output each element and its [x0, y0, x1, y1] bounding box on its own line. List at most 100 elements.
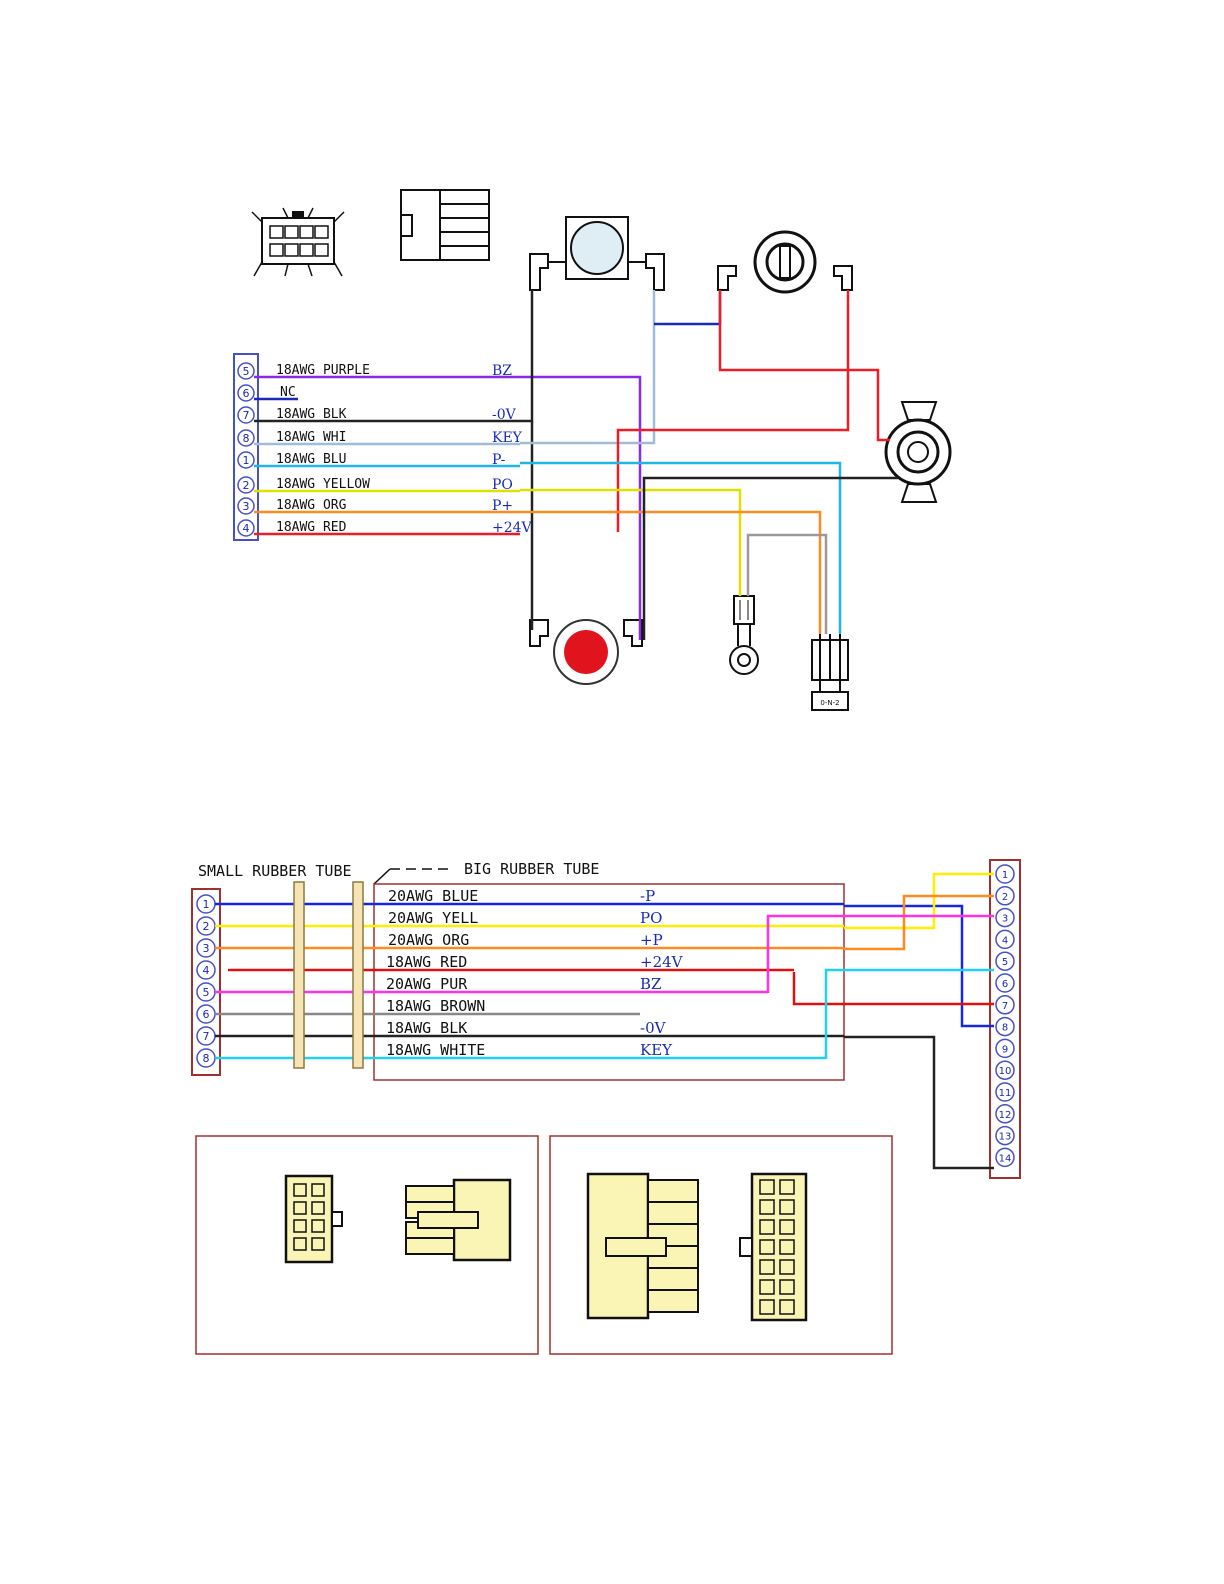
- 14-pin-male-connector-icon: [586, 1172, 699, 1320]
- top-pin-number: 3: [243, 500, 250, 513]
- 14-pin-female-connector-icon: [739, 1172, 808, 1322]
- top-wire-signal: +24V: [492, 520, 533, 536]
- connector-cavity: [759, 1199, 775, 1215]
- left-pin-number: 8: [203, 1052, 210, 1065]
- top-pin-number: 4: [243, 522, 250, 535]
- right-pin-number: 5: [1002, 957, 1008, 968]
- top-pin-number: 8: [243, 432, 250, 445]
- top-wire-signal: KEY: [492, 430, 523, 446]
- right-pin-number: 6: [1002, 979, 1008, 990]
- buzzer-icon: [884, 401, 952, 503]
- right-pin-number: 4: [1002, 935, 1008, 946]
- indicator-lamp-icon: [729, 595, 759, 675]
- connector-cavity: [759, 1299, 775, 1315]
- right-pin-number: 1: [1002, 870, 1008, 881]
- top-wire-signal: P-: [492, 452, 506, 468]
- 8-pin-connector-icon: [251, 207, 345, 277]
- key-switch-icon: [717, 230, 853, 294]
- bottom-wire-signal: +P: [640, 931, 663, 949]
- top-wire-label: 18AWG BLU: [276, 452, 346, 467]
- right-pin-number: 10: [999, 1066, 1012, 1077]
- potentiometer-label: 0-N-2: [820, 699, 839, 707]
- bottom-wire-label: 20AWG YELL: [388, 909, 478, 927]
- bottom-wire-signal: KEY: [640, 1041, 673, 1059]
- top-pin-marker: [237, 497, 255, 515]
- connector-cavity: [779, 1279, 795, 1295]
- top-pin-marker: [237, 406, 255, 424]
- top-wire-signal: BZ: [492, 363, 512, 379]
- connector-housing-icon: [400, 189, 490, 261]
- connector-cavity: [779, 1299, 795, 1315]
- connector-cavity: [779, 1259, 795, 1275]
- top-wire-label: 18AWG YELLOW: [276, 477, 370, 492]
- left-pin-number: 7: [203, 1030, 210, 1043]
- right-pin-marker: [995, 886, 1015, 906]
- bottom-wire-signal: -P: [640, 887, 655, 905]
- top-wire-signal: PO: [492, 477, 513, 493]
- left-pin-number: 4: [203, 964, 210, 977]
- bottom-wire-label: 18AWG RED: [386, 953, 467, 971]
- bottom-wiring-diagram: SMALL RUBBER TUBE BIG RUBBER TUBE 123456…: [191, 859, 1021, 1355]
- bottom-wire-label: 20AWG ORG: [388, 931, 469, 949]
- top-pin-marker: [237, 429, 255, 447]
- bottom-wire-label: 20AWG BLUE: [388, 887, 478, 905]
- top-pin-number: 1: [243, 454, 250, 467]
- 8-pin-female-connector-icon: [284, 1174, 343, 1264]
- left-pin-number: 6: [203, 1008, 210, 1021]
- small-rubber-tube-label: SMALL RUBBER TUBE: [198, 862, 352, 880]
- potentiometer-icon: 0-N-2: [811, 634, 849, 711]
- right-pin-marker: [995, 907, 1015, 928]
- connector-cavity: [759, 1259, 775, 1275]
- right-pin-marker: [995, 1125, 1015, 1146]
- top-wire-signal: P+: [492, 498, 513, 514]
- bottom-wire-label: 18AWG BLK: [386, 1019, 467, 1037]
- top-pin-number: 5: [243, 365, 250, 378]
- emergency-stop-icon: [529, 619, 643, 685]
- right-pin-marker: [995, 1104, 1015, 1124]
- small-connector-panel: [195, 1135, 539, 1355]
- connector-cavity: [759, 1279, 775, 1295]
- right-pin-marker: [995, 951, 1015, 971]
- right-pin-marker: [995, 1147, 1015, 1168]
- left-pin-number: 5: [203, 986, 210, 999]
- right-pin-marker: [995, 1016, 1015, 1037]
- big-rubber-tube-outline: [373, 883, 845, 1081]
- right-pin-marker: [995, 1060, 1015, 1080]
- bottom-routing: [766, 872, 994, 1170]
- right-pin-marker: [995, 864, 1015, 884]
- top-pin-number: 7: [243, 409, 250, 422]
- top-wire-label: 18AWG BLK: [276, 407, 347, 422]
- top-pin-marker: [237, 384, 255, 402]
- top-pin-marker: [237, 451, 255, 469]
- top-wire-label: 18AWG PURPLE: [276, 363, 370, 378]
- top-pin-marker: [237, 362, 255, 380]
- top-wire-runs: [254, 375, 520, 536]
- bottom-wire-signal: BZ: [640, 975, 661, 993]
- top-pin-number: 6: [243, 387, 250, 400]
- bottom-wire-signal: +24V: [640, 953, 684, 971]
- connector-cavity: [759, 1219, 775, 1235]
- top-wire-label: 18AWG ORG: [276, 498, 347, 513]
- right-pin-marker: [995, 1082, 1015, 1102]
- bottom-wire-labels: 20AWG BLUE -P 20AWG YELL PO 20AWG ORG +P 18AWG…: [386, 887, 684, 1059]
- top-pin-marker: [237, 476, 255, 494]
- right-pin-marker: [995, 929, 1015, 950]
- top-wire-label: 18AWG WHI: [276, 430, 346, 445]
- large-connector-panel: [549, 1135, 893, 1355]
- right-pin-number: 13: [999, 1132, 1012, 1143]
- top-routing: [520, 290, 898, 640]
- left-pin-number: 1: [203, 898, 210, 911]
- small-tube-band: [293, 881, 305, 1069]
- bottom-wire-signal: PO: [640, 909, 662, 927]
- left-pin-number: 2: [203, 920, 210, 933]
- connector-cavity: [759, 1179, 775, 1195]
- top-wire-signal: -0V: [492, 407, 517, 423]
- 8-pin-male-connector-icon: [405, 1178, 512, 1262]
- right-pin-marker: [995, 973, 1015, 993]
- bottom-wire-label: 18AWG BROWN: [386, 997, 485, 1015]
- right-pin-number: 12: [999, 1110, 1012, 1121]
